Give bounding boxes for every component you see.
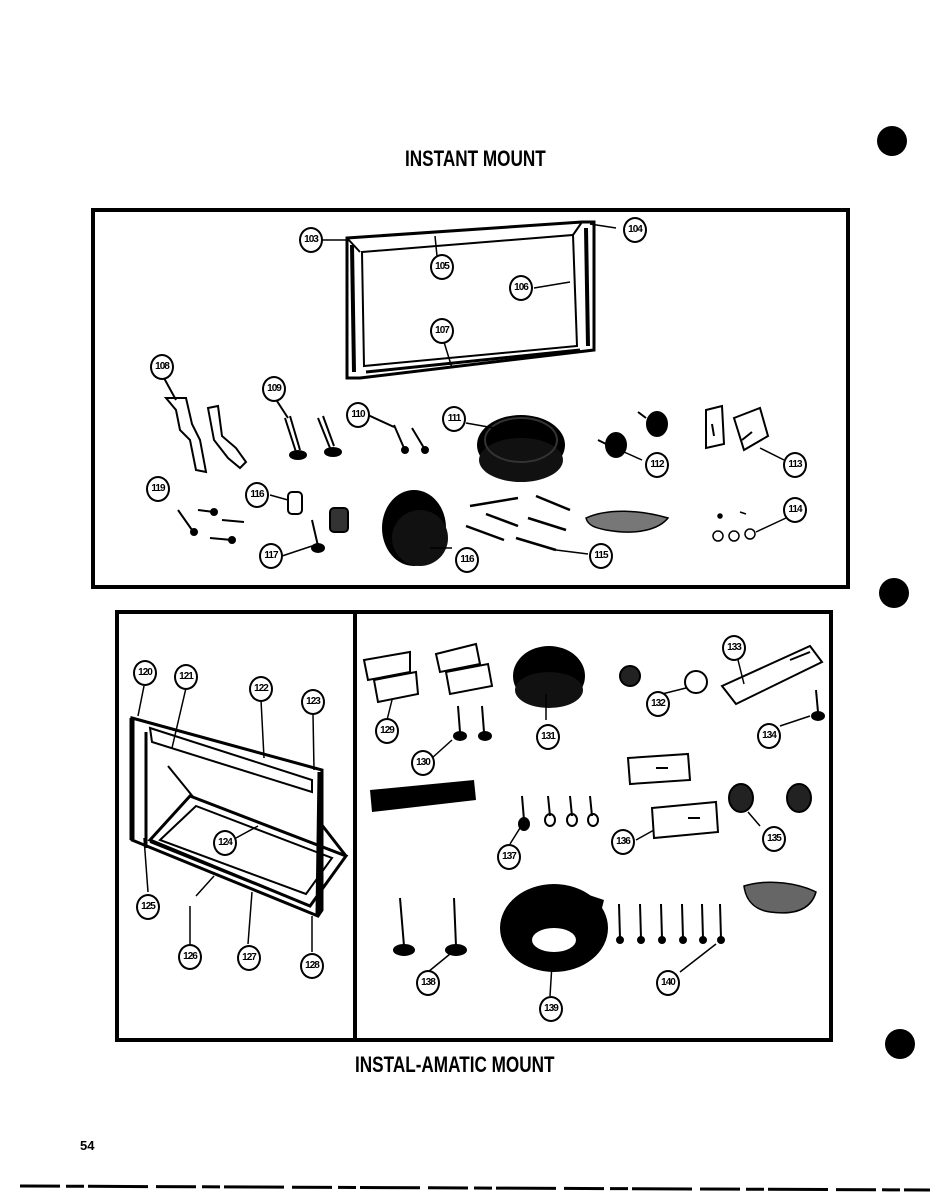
callout-103: 103 (299, 227, 323, 253)
callout-107: 107 (430, 318, 454, 344)
binder-hole-middle (879, 578, 909, 608)
callout-132: 132 (646, 691, 670, 717)
large-tape-roll-drawing (500, 884, 608, 997)
callout-113: 113 (783, 452, 807, 478)
binder-hole-bottom (885, 1029, 915, 1059)
instant-mount-title: INSTANT MOUNT (405, 146, 546, 171)
callout-125: 125 (136, 894, 160, 920)
callout-111: 111 (442, 406, 466, 432)
callout-110: 110 (346, 402, 370, 428)
instant-mount-panel (91, 208, 850, 589)
instal-amatic-mount-title: INSTAL-AMATIC MOUNT (355, 1052, 555, 1077)
sealing-strip-roll-drawing (465, 415, 565, 482)
callout-135: 135 (762, 826, 786, 852)
callout-108: 108 (150, 354, 174, 380)
callout-119: 119 (146, 476, 170, 502)
foam-tape-roll-drawing (382, 490, 452, 566)
callout-136: 136 (611, 829, 635, 855)
callout-131: 131 (536, 724, 560, 750)
callout-117: 117 (259, 543, 283, 569)
callout-133: 133 (722, 635, 746, 661)
callout-122: 122 (249, 676, 273, 702)
callout-126: 126 (178, 944, 202, 970)
callout-114: 114 (783, 497, 807, 523)
callout-139: 139 (539, 996, 563, 1022)
callout-127: 127 (237, 945, 261, 971)
callout-121: 121 (174, 664, 198, 690)
callout-116-upper: 116 (245, 482, 269, 508)
callout-116-lower: 116 (455, 547, 479, 573)
instal-amatic-frame-drawing (129, 716, 349, 918)
callout-115: 115 (589, 543, 613, 569)
callout-137: 137 (497, 844, 521, 870)
binder-hole-top (877, 126, 907, 156)
instal-amatic-parts-panel (353, 610, 833, 1042)
callout-104: 104 (623, 217, 647, 243)
callout-128: 128 (300, 953, 324, 979)
callout-130: 130 (411, 750, 435, 776)
callout-124: 124 (213, 830, 237, 856)
callout-140: 140 (656, 970, 680, 996)
sealing-disc-drawing (513, 646, 585, 720)
callout-138: 138 (416, 970, 440, 996)
callout-112: 112 (645, 452, 669, 478)
callout-129: 129 (375, 718, 399, 744)
callout-120: 120 (133, 660, 157, 686)
callout-106: 106 (509, 275, 533, 301)
callout-105: 105 (430, 254, 454, 280)
callout-134: 134 (757, 723, 781, 749)
callout-109: 109 (262, 376, 286, 402)
callout-123: 123 (301, 689, 325, 715)
instant-mount-frame-drawing (345, 220, 596, 380)
page-number: 54 (80, 1138, 95, 1153)
